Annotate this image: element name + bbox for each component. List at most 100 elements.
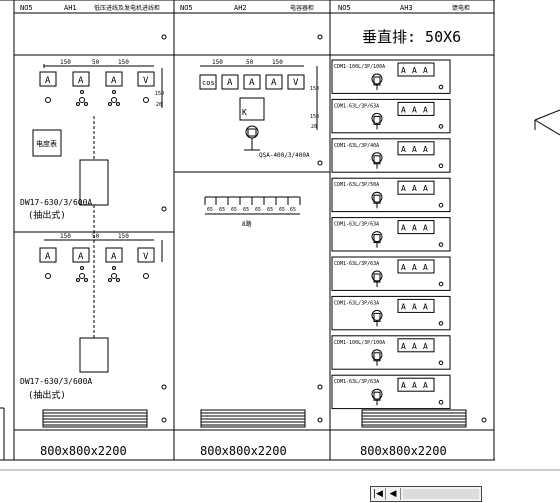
ammeter-lower-3 — [105, 247, 123, 263]
feeder-breaker-label: CDM1-63L/3P/40A — [334, 143, 379, 149]
ah2-voltmeter — [287, 74, 305, 90]
svg-text:A: A — [45, 76, 51, 86]
feeder-ammeter: A — [401, 105, 406, 114]
sheet-scrollbar[interactable]: |◀ ◀ — [370, 486, 482, 502]
ah1-corner-dot-1 — [161, 34, 167, 40]
feeder-handle — [371, 349, 383, 361]
ah3-name: 馈电柜 — [452, 4, 470, 12]
svg-text:65: 65 — [290, 207, 296, 213]
first-sheet-button[interactable]: |◀ — [371, 488, 386, 500]
feeder-lamp — [438, 202, 444, 208]
indicator-lamp-2 — [79, 97, 85, 103]
feeder-lamp — [438, 163, 444, 169]
feeder-meter-panel — [397, 180, 435, 195]
svg-text:50: 50 — [246, 59, 254, 66]
feeder-ammeter: A — [401, 224, 406, 233]
ah2-name: 电容器柜 — [290, 4, 314, 12]
svg-text:V: V — [143, 252, 149, 262]
feeder-drawer — [331, 374, 451, 410]
svg-text:V: V — [293, 78, 299, 88]
ah2-meter-group: 150 50 150 cos A A A V 150 150 20 K QSA-… — [199, 59, 319, 159]
feeder-drawer — [331, 98, 451, 134]
feeder-breaker-label: CDM1-63L/3P/63A — [334, 103, 379, 109]
feeder-meter-panel — [397, 298, 435, 313]
feeder-meter-panel — [397, 377, 435, 392]
feeder-ammeter: A — [423, 145, 428, 154]
feeder-ammeter: A — [423, 105, 428, 114]
svg-text:A: A — [111, 76, 117, 86]
feeder-ammeter: A — [412, 263, 417, 272]
feeder-meter-panel — [397, 259, 435, 274]
energy-meter-box — [32, 129, 62, 157]
capacitor-bank: 65 65 65 65 65 65 65 65 8路 — [204, 196, 301, 228]
footer-dim-ah1: 800x800x2200 — [40, 444, 127, 458]
feeder-ammeter: A — [423, 342, 428, 351]
indicator-lamp-3 — [111, 97, 117, 103]
feeder-meter-panel — [397, 141, 435, 156]
feeder-ammeter: A — [412, 105, 417, 114]
feeder-ammeter: A — [401, 302, 406, 311]
isolator-label: QSA-400/3/400A — [259, 152, 310, 159]
svg-text:150: 150 — [272, 59, 283, 66]
feeder-ammeter: A — [412, 184, 417, 193]
prev-sheet-button[interactable]: ◀ — [386, 488, 401, 500]
feeder-drawer — [331, 138, 451, 173]
ah2-no: NO5 — [180, 4, 193, 12]
svg-text:50: 50 — [92, 233, 100, 240]
footer-dim-ah3: 800x800x2200 — [360, 444, 447, 458]
feeder-ammeter: A — [423, 302, 428, 311]
energy-meter-label: 电度表 — [36, 139, 57, 148]
feeder-handle — [371, 73, 383, 85]
svg-text:65: 65 — [219, 207, 225, 213]
capacitor-count: 8路 — [242, 220, 252, 228]
feeder-breaker-label: CDM1-100L/3P/100A — [334, 340, 385, 346]
feeder-ammeter: A — [423, 184, 428, 193]
feeder-handle — [371, 309, 383, 321]
ah1-corner-dot-2 — [161, 206, 167, 212]
feeder-ammeter: A — [401, 66, 406, 75]
svg-text:A: A — [271, 78, 277, 88]
feeder-handle — [371, 191, 383, 203]
feeder-breaker-label: CDM1-63L/3P/50A — [334, 182, 379, 188]
feeder-ammeter: A — [423, 381, 428, 390]
feeder-ammeter: A — [401, 342, 406, 351]
svg-text:A: A — [111, 252, 117, 262]
feeder-handle — [371, 152, 383, 164]
ah1-vent-louvre — [42, 409, 148, 428]
feeder-ammeter: A — [423, 224, 428, 233]
ah1-lower-meter-group: 150 50 150 A A A V — [39, 233, 163, 282]
feeder-handle — [371, 388, 383, 400]
ah1-corner-dot-3 — [161, 384, 167, 390]
feeder-breaker-label: CDM1-63L/3P/63A — [334, 222, 379, 228]
svg-text:150: 150 — [118, 233, 129, 240]
indicator-lamp-4 — [143, 97, 149, 103]
ah2-vent-louvre — [200, 409, 306, 428]
ah1-breaker-upper-label: DW17-630/3/600A — [20, 198, 92, 207]
ammeter-3 — [105, 71, 123, 87]
indicator-lamp-1 — [45, 97, 51, 103]
feeder-handle — [371, 231, 383, 243]
side-sketch-2 — [534, 119, 560, 136]
feeder-breaker-label: CDM1-63L/3P/63A — [334, 261, 379, 267]
ah1-breaker-upper-body — [79, 159, 109, 206]
ah1-breaker-lower-body — [79, 337, 109, 373]
feeder-ammeter: A — [423, 263, 428, 272]
voltmeter — [137, 71, 155, 87]
ah1-id: AH1 — [64, 4, 77, 12]
feeder-drawer — [331, 217, 451, 252]
ah1-drawout-upper: (抽出式) — [28, 209, 66, 221]
voltmeter-lower — [137, 247, 155, 263]
ah2-ammeter-3 — [265, 74, 283, 90]
ammeter-1 — [39, 71, 57, 87]
feeder-lamp — [438, 399, 444, 405]
feeder-lamp — [438, 360, 444, 366]
feeder-drawer — [331, 335, 451, 370]
ah1-dim-c: 150 — [118, 59, 129, 66]
sheet-scroll-track[interactable] — [403, 489, 479, 499]
